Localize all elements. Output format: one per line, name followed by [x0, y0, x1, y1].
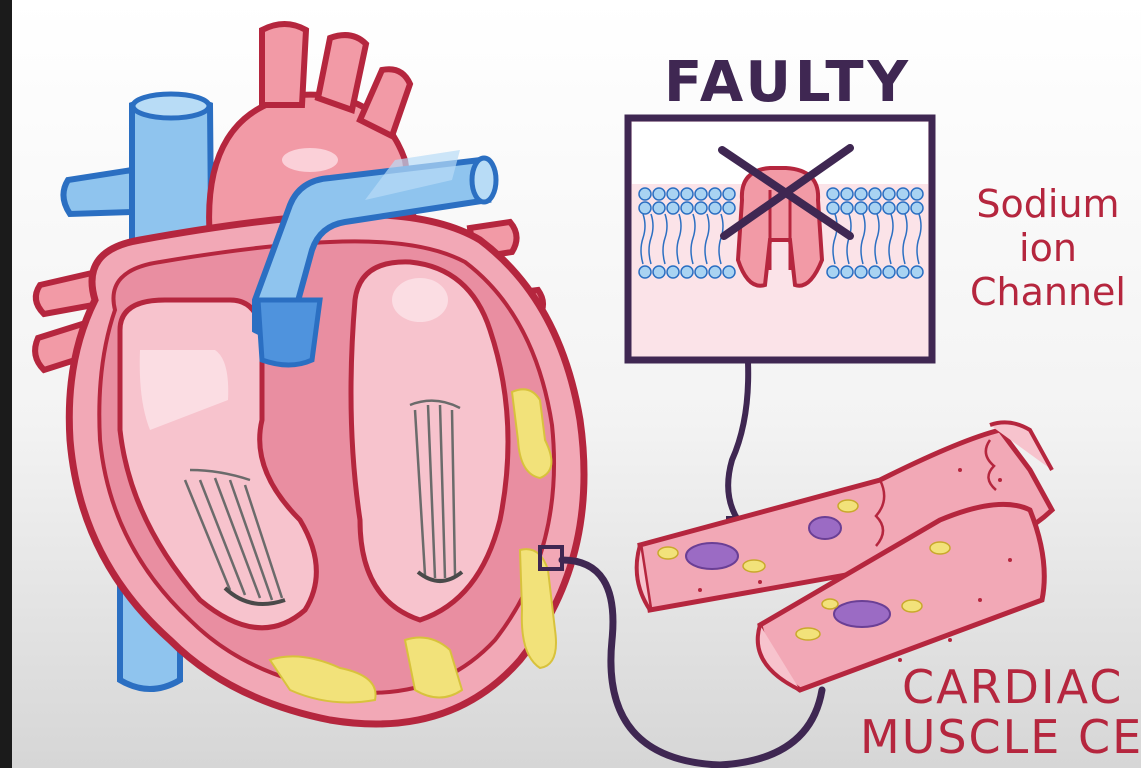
sodium-label-line-3: Channel [958, 270, 1138, 314]
aortic-branch-1 [262, 24, 306, 105]
cardiac-label-line-1: CARDIAC [860, 662, 1141, 712]
faulty-channel-panel [628, 118, 932, 360]
cardiac-muscle-cell-label: CARDIAC MUSCLE CEL [860, 662, 1141, 762]
cardiac-label-line-2: MUSCLE CEL [860, 712, 1141, 762]
sodium-label-line-2: ion [958, 226, 1138, 270]
sodium-label-line-1: Sodium [958, 182, 1138, 226]
sodium-ion-channel-label: Sodium ion Channel [958, 182, 1138, 314]
faulty-title: FAULTY [664, 50, 912, 115]
brachiocephalic-vein [63, 170, 132, 214]
